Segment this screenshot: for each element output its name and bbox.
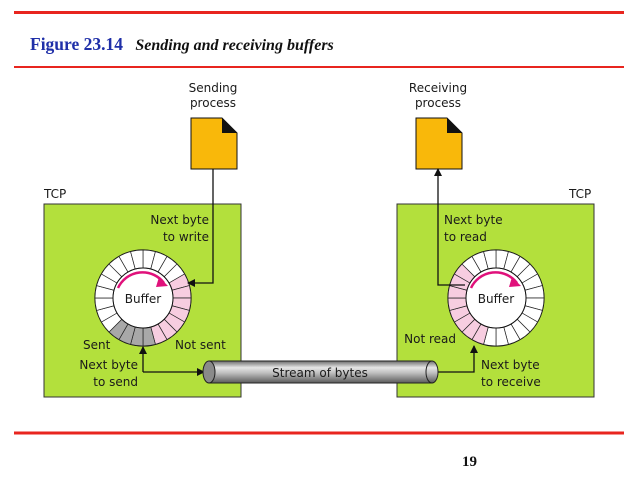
receiving-process-label: Receiving xyxy=(409,81,467,95)
receiver-tcp-label: TCP xyxy=(568,187,591,201)
next-byte-to-send-label: Next byte xyxy=(79,358,138,372)
from-stream-arrow xyxy=(434,345,478,373)
receiver-buffer-ring xyxy=(447,249,545,347)
not-sent-label: Not sent xyxy=(175,338,226,352)
sending-process-document-icon xyxy=(190,117,238,170)
next-byte-to-receive-label: Next byte xyxy=(481,358,540,372)
sender-buffer-label: Buffer xyxy=(125,292,161,306)
next-byte-to-write-label-2: to write xyxy=(163,230,209,244)
sending-process-label-2: process xyxy=(190,96,236,110)
figure-caption: Sending and receiving buffers xyxy=(135,37,334,54)
next-byte-to-read-label: Next byte xyxy=(444,213,503,227)
receiving-process-label-2: process xyxy=(415,96,461,110)
page-number: 19 xyxy=(462,454,477,470)
slide-title: Figure 23.14 Sending and receiving buffe… xyxy=(30,34,334,55)
next-byte-to-send-label-2: to send xyxy=(93,375,138,389)
sender-buffer-center: Buffer xyxy=(115,270,171,326)
next-byte-to-receive-label-2: to receive xyxy=(481,375,541,389)
top-rule xyxy=(14,11,624,14)
write-arrow xyxy=(187,169,214,287)
sending-process-label: Sending xyxy=(189,81,238,95)
not-read-label: Not read xyxy=(404,332,456,346)
receiving-process-document-icon xyxy=(415,117,463,170)
next-byte-to-write-label: Next byte xyxy=(150,213,209,227)
sent-label: Sent xyxy=(83,338,111,352)
sender-tcp-label: TCP xyxy=(43,187,66,201)
title-underline xyxy=(14,66,624,68)
receiver-buffer-center: Buffer xyxy=(468,270,524,326)
read-arrow xyxy=(434,168,465,286)
figure-number: Figure 23.14 xyxy=(30,34,124,54)
stream-of-bytes-pipe: Stream of bytes xyxy=(202,360,439,384)
stream-of-bytes-label: Stream of bytes xyxy=(272,366,368,380)
receiver-buffer-label: Buffer xyxy=(478,292,514,306)
next-byte-to-read-label-2: to read xyxy=(444,230,487,244)
